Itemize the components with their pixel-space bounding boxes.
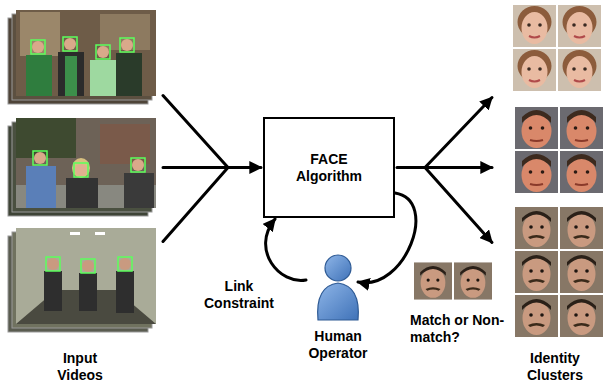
video-stack [116, 53, 142, 96]
face-cluster [560, 251, 603, 293]
video-stack [47, 258, 59, 270]
video-stack [116, 271, 134, 313]
label-text: Input Videos [43, 350, 118, 384]
face-cluster [515, 207, 558, 249]
person-head [325, 255, 351, 281]
video-stack [131, 158, 145, 172]
video-stack [31, 40, 45, 54]
video-stack [74, 163, 88, 177]
person-body [318, 283, 359, 320]
connector-line [397, 166, 425, 169]
video-stack [63, 37, 77, 51]
face-cluster [513, 49, 556, 91]
face-cluster [560, 207, 603, 249]
video-stack [58, 52, 84, 96]
video-stack [8, 228, 156, 332]
face-cluster [560, 295, 603, 337]
face-cluster [558, 49, 601, 91]
video-stack [66, 178, 98, 208]
video-stack [90, 60, 118, 96]
face-pair [454, 262, 492, 299]
video-stack [16, 118, 156, 208]
face-pair [414, 262, 492, 299]
video-stack [121, 39, 133, 51]
video-stack [118, 257, 132, 271]
video-stack [72, 158, 90, 178]
video-stack [124, 173, 154, 208]
connector-line [425, 168, 492, 243]
face-cluster [515, 295, 558, 337]
video-stack [26, 55, 52, 96]
connector-line [266, 219, 306, 280]
video-stack [82, 260, 94, 272]
video-stack [65, 56, 77, 96]
video-stack [95, 232, 105, 235]
face-cluster [560, 107, 603, 149]
video-stack [20, 12, 60, 56]
video-stack [16, 118, 76, 158]
video-stack [132, 159, 144, 171]
video-stack [81, 259, 95, 273]
face-cluster [515, 107, 603, 193]
video-stack [16, 228, 156, 324]
video-stack [32, 41, 44, 53]
connector-line [425, 98, 492, 168]
connector-arrow [266, 219, 306, 280]
edge-label: Match or Non-match? [410, 312, 510, 346]
face-cluster [515, 151, 558, 193]
cluster-group: Identity Clusters [492, 0, 606, 386]
video-stack [75, 164, 87, 176]
face-cluster [560, 151, 603, 193]
video-stack [8, 118, 156, 216]
video-stack [64, 38, 76, 50]
edge-label: Link Constraint [200, 278, 278, 312]
video-stack [119, 258, 131, 270]
label-text: Human Operator [302, 328, 374, 362]
process-box: FACE Algorithm [263, 117, 395, 218]
video-stack [34, 152, 46, 164]
face-cluster [513, 5, 556, 47]
face-cluster [515, 207, 603, 337]
video-stack [16, 10, 156, 96]
connector-arrow [397, 98, 492, 243]
video-stack [120, 38, 134, 52]
video-stack [97, 46, 109, 58]
connector-line [163, 96, 261, 242]
connector-arrow [163, 96, 261, 242]
video-stack [44, 271, 62, 311]
label-text: Identity Clusters [518, 350, 593, 384]
face-cluster [558, 5, 601, 47]
video-stack [46, 257, 60, 271]
face-cluster [513, 5, 601, 91]
face-pair [414, 262, 452, 299]
person-icon [298, 250, 378, 322]
human-operator: Human Operator [298, 250, 378, 366]
connector-line [425, 166, 492, 169]
video-stack [96, 45, 110, 59]
video-stack [70, 232, 80, 235]
video-stack [33, 151, 47, 165]
face-cluster [515, 107, 558, 149]
video-group: Input Videos [0, 0, 160, 386]
video-stack [26, 166, 56, 208]
face-cluster [515, 251, 558, 293]
label-text: FACE Algorithm [279, 151, 379, 185]
video-stack [79, 273, 97, 311]
video-stack [8, 10, 156, 104]
